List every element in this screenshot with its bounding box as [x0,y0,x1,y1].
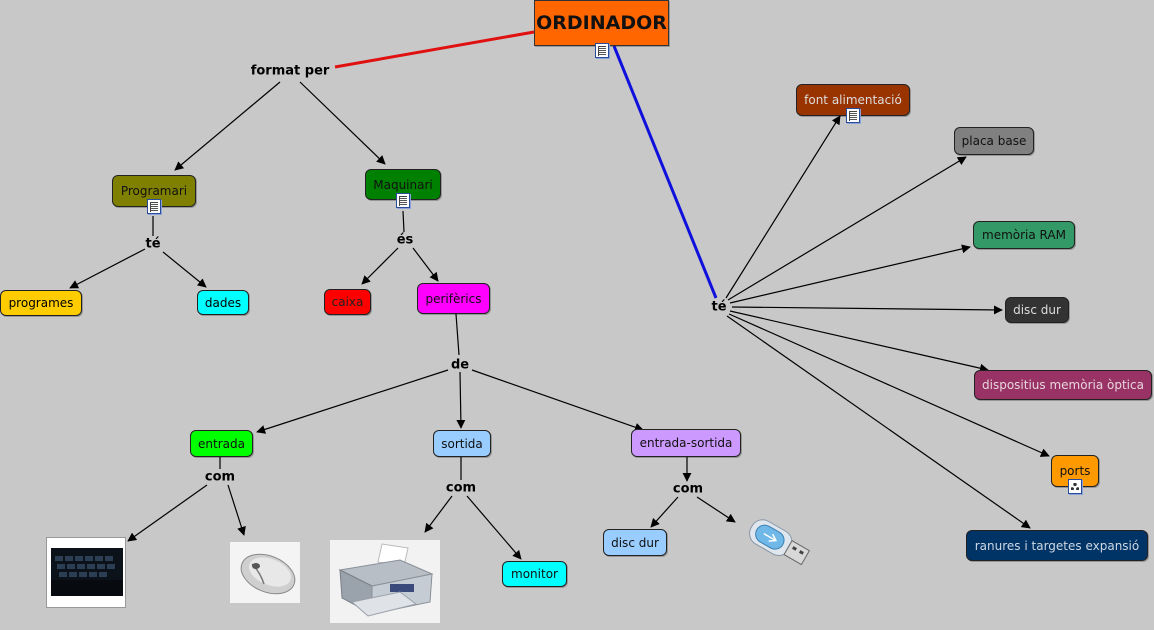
link-com-mouse [227,484,246,536]
phrase-com-sortida: com [445,480,477,496]
phrase-de: de [450,357,470,373]
mouse-image[interactable] [230,542,300,603]
printer-image[interactable] [330,540,440,623]
concept-dispositius-memoria-optica[interactable]: dispositius memòria òptica [974,370,1152,400]
concept-memoria-ram[interactable]: memòria RAM [973,221,1075,249]
phrase-com-entrada-sortida: com [672,481,704,497]
concept-monitor[interactable]: monitor [502,561,567,587]
concept-dades[interactable]: dades [197,290,249,315]
link-te-ram [729,244,971,304]
link-te-dades [162,251,207,288]
concept-disc-dur[interactable]: disc dur [1005,297,1069,323]
phrase-format-per: format per [250,63,330,79]
link-root-te [612,45,718,299]
usb-drive-image[interactable] [741,511,815,576]
concept-ranures-targetes-expansio[interactable]: ranures i targetes expansió [966,530,1148,561]
link-de-entrada-sortida [471,369,644,432]
link-te-programes [69,248,146,289]
link-formatper-programari [174,81,281,171]
document-icon[interactable] [396,193,410,208]
link-com-printer [424,495,453,533]
link-es-caixa [361,247,399,285]
phrase-te-hardware: té [711,299,727,315]
document-icon[interactable] [595,43,609,58]
phrase-es: és [396,232,414,248]
document-icon[interactable] [846,108,860,123]
concept-ordinador[interactable]: ORDINADOR [534,0,669,46]
concept-entrada[interactable]: entrada [190,430,253,457]
link-de-sortida [456,371,466,429]
concept-ports[interactable]: ports [1051,455,1099,487]
link-formatper-maquinari [299,81,386,165]
concept-periferics[interactable]: perifèrics [417,283,490,314]
link-te-disc [731,305,1003,315]
link-root-formatper [334,30,535,69]
link-de-entrada [256,369,449,434]
document-icon[interactable] [147,199,161,214]
phrase-com-entrada: com [204,469,236,485]
concept-programes[interactable]: programes [0,290,82,316]
link-periferics-de [455,313,460,356]
link-maquinari-es [402,210,405,233]
keyboard-image[interactable] [46,537,126,608]
concept-caixa[interactable]: caixa [324,289,371,315]
link-com-disc-dur [650,496,679,528]
link-es-periferics [412,247,439,282]
link-com-keyboard [127,484,208,542]
concept-programari[interactable]: Programari [112,175,196,207]
link-com-usb [696,496,736,523]
link-te-placa [727,156,967,301]
concept-sortida[interactable]: sortida [433,430,491,457]
concept-font-alimentacio[interactable]: font alimentació [796,84,910,116]
link-te-optica [729,310,989,373]
link-te-ports [728,313,1050,457]
link-te-font [725,115,841,299]
link-te-ranures [726,315,1031,529]
phrase-te-programari: té [145,236,161,252]
link-com-monitor [466,495,522,560]
concept-placa-base[interactable]: placa base [954,127,1034,155]
network-icon[interactable] [1068,479,1082,494]
concept-entrada-sortida[interactable]: entrada-sortida [631,429,741,457]
concept-disc-dur-es[interactable]: disc dur [603,529,667,556]
